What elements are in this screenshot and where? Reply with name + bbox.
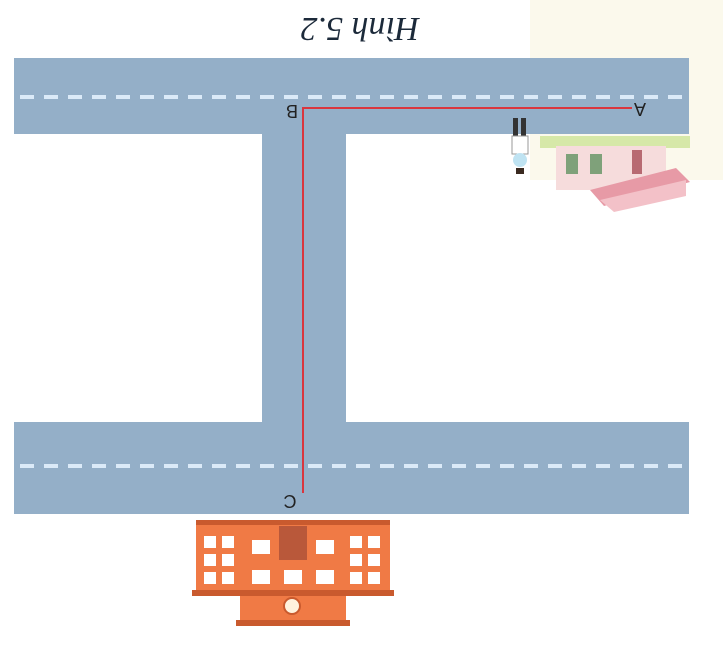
bottom-road xyxy=(14,422,689,514)
point-label-a: A xyxy=(634,99,647,120)
point-label-c: C xyxy=(283,491,297,512)
route-line xyxy=(302,107,632,493)
school-building-icon xyxy=(192,520,394,626)
walking-child-icon xyxy=(511,118,529,174)
top-road xyxy=(14,58,689,134)
figure-caption: Hình 5.2 xyxy=(300,10,420,47)
house-icon xyxy=(540,136,690,212)
point-label-b: B xyxy=(286,101,299,122)
